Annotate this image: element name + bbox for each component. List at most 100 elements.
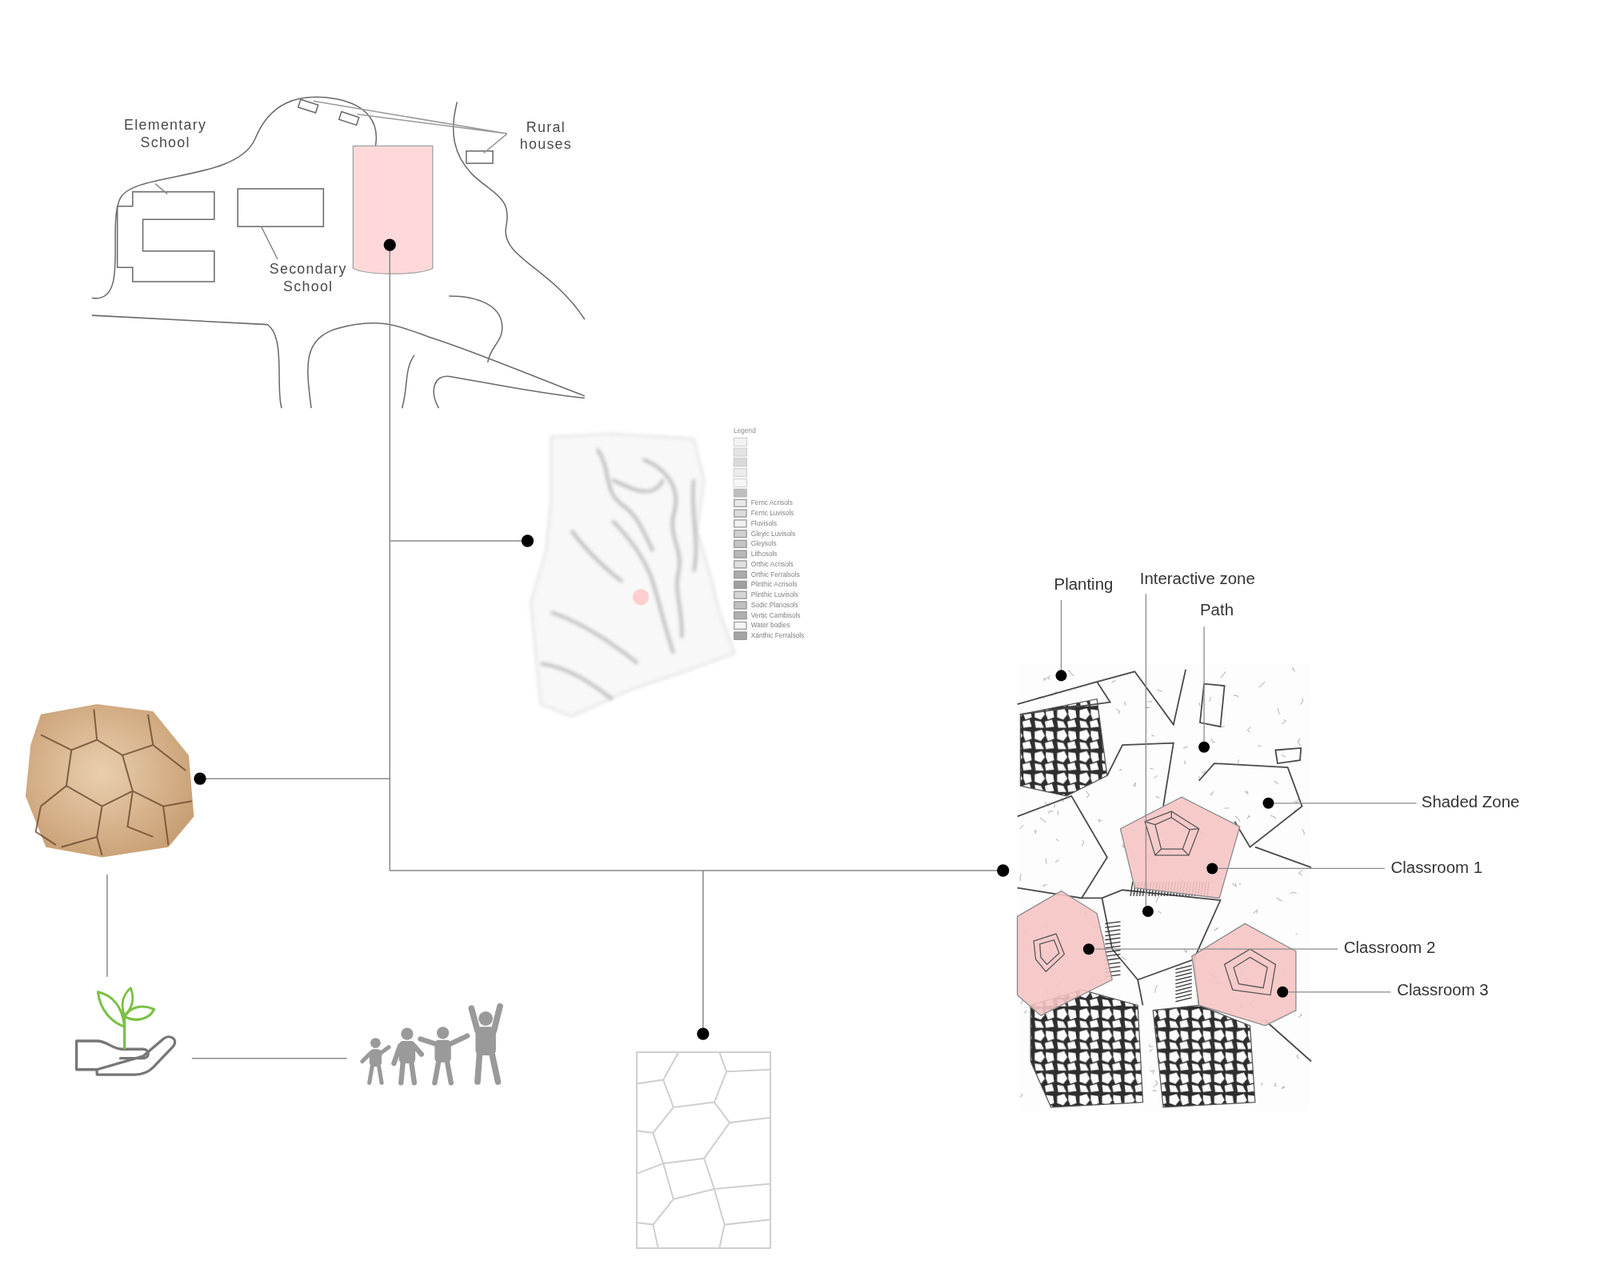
- cracked-soil-part-part: [66, 785, 192, 807]
- legend-text: Orthic Acrisols: [751, 560, 794, 568]
- site-plan-part: [402, 355, 415, 408]
- plan-texture-part: [1152, 1089, 1156, 1092]
- stair-hatching-part: [1175, 976, 1192, 980]
- plan-texture-part: [1053, 804, 1056, 808]
- legend-text: Sodic Planosols: [751, 600, 799, 609]
- marker-dots-part: [193, 772, 206, 785]
- school-plan-part: [1017, 663, 1312, 1111]
- marker-dots-part: [1083, 943, 1095, 955]
- soil-map-part-part: [733, 437, 748, 446]
- site-highlight-part: [352, 145, 432, 274]
- callout-label: Classroom 1: [1391, 856, 1484, 876]
- callout-label: Path: [1200, 600, 1234, 620]
- plan-texture-part: [1296, 932, 1298, 935]
- school-plan-part-part: [1144, 811, 1200, 856]
- school-plan-part-part: [1233, 956, 1268, 988]
- plan-texture-part: [1274, 1082, 1277, 1087]
- plan-texture-part: [1211, 738, 1216, 743]
- voronoi-pattern-part: [636, 1052, 771, 1248]
- school-plan-part: [1033, 811, 1276, 996]
- voronoi-pattern-part: [636, 1052, 771, 1248]
- legend-text: Ferric Luvisols: [751, 508, 794, 517]
- school-plan-part-part: [1107, 743, 1174, 807]
- plan-texture-part: [1020, 873, 1021, 881]
- school-plan-part-part: [1096, 669, 1186, 725]
- plan-texture-part: [1239, 883, 1242, 885]
- plan-texture-part: [1150, 768, 1154, 769]
- voronoi-pattern: [636, 1052, 771, 1248]
- plan-texture-part: [1044, 677, 1048, 681]
- plan-texture-part: [1068, 669, 1075, 676]
- school-plan-part-part: [1033, 933, 1064, 972]
- leader-lines-part: [1095, 948, 1339, 950]
- children-silhouettes-part: [420, 1036, 468, 1084]
- plan-texture-part: [1258, 744, 1262, 747]
- plan-texture-part: [1220, 672, 1226, 679]
- stair-hatching-part: [1175, 986, 1192, 991]
- legend-swatch: [733, 540, 748, 548]
- plan-texture-part: [1281, 1086, 1285, 1089]
- leader-lines: [1061, 593, 1417, 992]
- legend-swatch: [733, 580, 748, 589]
- stair-hatching-part: [1104, 925, 1120, 928]
- plan-texture-part: [1035, 829, 1037, 834]
- marker-dots-part: [1198, 741, 1210, 753]
- cracked-soil-part-part: [36, 806, 57, 845]
- school-plan-part-part: [1155, 817, 1190, 850]
- plan-texture-part: [1151, 735, 1154, 737]
- school-plan-part-part: [1017, 681, 1111, 715]
- plan-texture-part: [1261, 1082, 1263, 1086]
- plan-texture-part: [1214, 927, 1219, 931]
- children-silhouettes-part: [393, 1045, 421, 1083]
- plan-texture-part: [1124, 701, 1126, 706]
- stair-hatching-part: [1104, 933, 1120, 936]
- stair-hatching-part: [1175, 990, 1192, 995]
- plan-texture-part: [1149, 1048, 1153, 1052]
- site-plan-part: [313, 100, 508, 153]
- plan-texture-part: [1156, 896, 1160, 903]
- plan-texture-part: [1056, 838, 1060, 841]
- soil-map-part-part: [692, 479, 696, 572]
- marker-dots-part: [696, 1027, 709, 1040]
- stair-hatching-part: [1104, 945, 1120, 948]
- site-label: Secondary School: [259, 260, 357, 295]
- plan-texture-part: [1116, 708, 1120, 715]
- soil-map: [530, 433, 747, 716]
- plan-texture-part: [1183, 746, 1188, 748]
- stair-hatching-part: [1175, 965, 1192, 970]
- plan-texture-part: [1020, 824, 1024, 829]
- plan-texture-part: [1081, 840, 1084, 846]
- plan-texture-part: [1057, 810, 1060, 815]
- plan-texture-part: [1148, 1044, 1153, 1047]
- legend-swatch: [733, 621, 748, 630]
- legend-text: Lithosols: [751, 549, 778, 558]
- plan-texture-part: [1209, 696, 1212, 702]
- school-plan-part-part: [1192, 923, 1296, 1026]
- plan-texture-part: [1199, 702, 1200, 707]
- site-plan-part: [453, 102, 585, 320]
- plant-hand-icon-part: [122, 988, 133, 1016]
- plan-texture-part: [1224, 808, 1229, 810]
- leader-lines-part: [1145, 593, 1147, 906]
- plan-texture-part: [1024, 1009, 1028, 1013]
- children-silhouettes-part: [400, 1027, 413, 1040]
- stair-hatching-part: [1175, 993, 1192, 998]
- plan-texture-part: [1293, 798, 1299, 803]
- stair-hatching-part: [1175, 979, 1192, 984]
- legend-text: Plinthic Acrisols: [751, 580, 798, 588]
- plan-texture-part: [1086, 790, 1089, 798]
- site-plan-part: [237, 188, 324, 227]
- school-plan-part-part: [1275, 748, 1301, 764]
- plan-texture-part: [1276, 897, 1283, 901]
- legend-swatch: [733, 549, 748, 558]
- legend-text: Water bodies: [751, 620, 791, 629]
- soil-map-part-part: [733, 478, 748, 487]
- site-plan-part: [339, 112, 360, 126]
- plan-texture-part: [1156, 689, 1163, 692]
- callout-label: Interactive zone: [1140, 568, 1256, 588]
- plan-texture-part: [1253, 909, 1258, 913]
- site-plan-part: [448, 296, 503, 363]
- plan-texture-part: [1298, 1013, 1302, 1017]
- cracked-soil-part-part: [96, 806, 102, 856]
